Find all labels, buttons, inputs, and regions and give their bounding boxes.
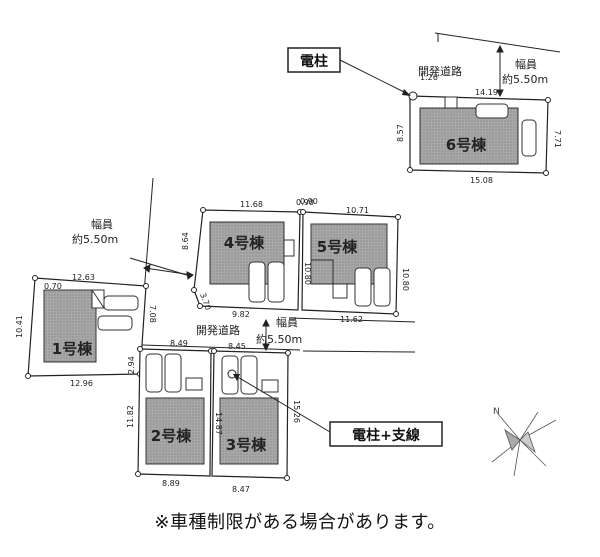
- lot-5-dim-3: 10.80: [303, 262, 312, 285]
- width-arrows: [143, 44, 504, 352]
- pole-guy-callout: 電柱+支線: [233, 374, 443, 447]
- lot-1-label: 1号棟: [52, 340, 93, 358]
- lot-1: 1号棟 12.63 0.70 10.41 7.08 12.96: [15, 273, 157, 388]
- lot-4: 4号棟 11.68 8.64 0.90 3.70 9.82: [181, 198, 314, 319]
- lot-3-dim-1: 8.45: [228, 342, 246, 351]
- pole-guy-callout-text: 電柱+支線: [352, 427, 420, 444]
- lot-2-dim-3: 11.82: [126, 405, 135, 428]
- lot-5-dim-5: 11.62: [340, 315, 363, 324]
- pole-callout: 電柱: [287, 47, 411, 96]
- lot-6-dim-5: 15.08: [470, 176, 493, 185]
- lot-1-dim-1: 12.63: [72, 273, 95, 282]
- svg-text:N: N: [493, 407, 500, 417]
- dev-road-label-top: 開発道路: [418, 64, 462, 78]
- lot-4-dim-1: 11.68: [240, 200, 263, 209]
- lot-1-dim-5: 12.96: [70, 379, 93, 388]
- lot-4-dim-5: 9.82: [232, 310, 250, 319]
- lot-5-dim-4: 10.80: [401, 268, 410, 291]
- lot-6-label: 6号棟: [446, 136, 487, 154]
- dev-road-label-center: 開発道路: [196, 323, 240, 337]
- vehicle-restriction-note: ※車種制限がある場合があります。: [154, 512, 446, 533]
- lot-3: 3号棟 8.45 14.87 15.26 8.47: [211, 342, 301, 494]
- lot-2-dim-1: 8.49: [170, 339, 188, 348]
- lot-2: 2号棟 8.49 2.94 11.82 8.89: [126, 339, 214, 488]
- lot-5-label: 5号棟: [317, 238, 358, 256]
- lot-2-dim-4: 8.89: [162, 479, 180, 488]
- lot-3-dim-4: 8.47: [232, 485, 250, 494]
- lot-3-label: 3号棟: [226, 436, 267, 454]
- lot-6-dim-4: 7.71: [553, 130, 562, 148]
- lot-4-label: 4号棟: [224, 234, 265, 252]
- road-width-value-top: 約5.50m: [502, 72, 548, 86]
- lot-1-dim-2: 0.70: [44, 282, 62, 291]
- lot-2-label: 2号棟: [151, 427, 192, 445]
- lot-4-dim-3: 0.90: [296, 198, 314, 207]
- road-lines: [129, 32, 561, 353]
- compass-icon: N: [491, 407, 557, 477]
- road-width-value-left: 約5.50m: [72, 232, 118, 246]
- lot-6: 6号棟 1.26 14.19 8.57 7.71 15.08: [396, 73, 562, 185]
- lot-3-dim-3: 15.26: [292, 400, 301, 423]
- lot-4-dim-2: 8.64: [181, 232, 190, 250]
- lot-6-dim-3: 8.57: [396, 124, 405, 142]
- lot-1-dim-4: 7.08: [148, 305, 157, 323]
- lot-2-dim-2: 2.94: [127, 356, 136, 374]
- lot-5-dim-2: 10.71: [346, 206, 369, 215]
- lot-6-dim-2: 14.19: [475, 88, 498, 97]
- road-width-label-center: 幅員: [276, 316, 298, 329]
- lot-5-dim-1: 0.90: [300, 197, 318, 206]
- road-width-value-center: 約5.50m: [256, 332, 302, 346]
- lot-3-dim-2: 14.87: [214, 412, 223, 435]
- road-width-label-top: 幅員: [515, 58, 537, 71]
- pole-callout-text: 電柱: [300, 53, 328, 70]
- road-width-label-left: 幅員: [91, 218, 113, 231]
- lot-6-dim-1: 1.26: [420, 73, 438, 82]
- lot-1-dim-3: 10.41: [15, 315, 24, 338]
- lot-5: 5号棟 0.90 10.71 10.80 10.80 11.62: [300, 197, 410, 324]
